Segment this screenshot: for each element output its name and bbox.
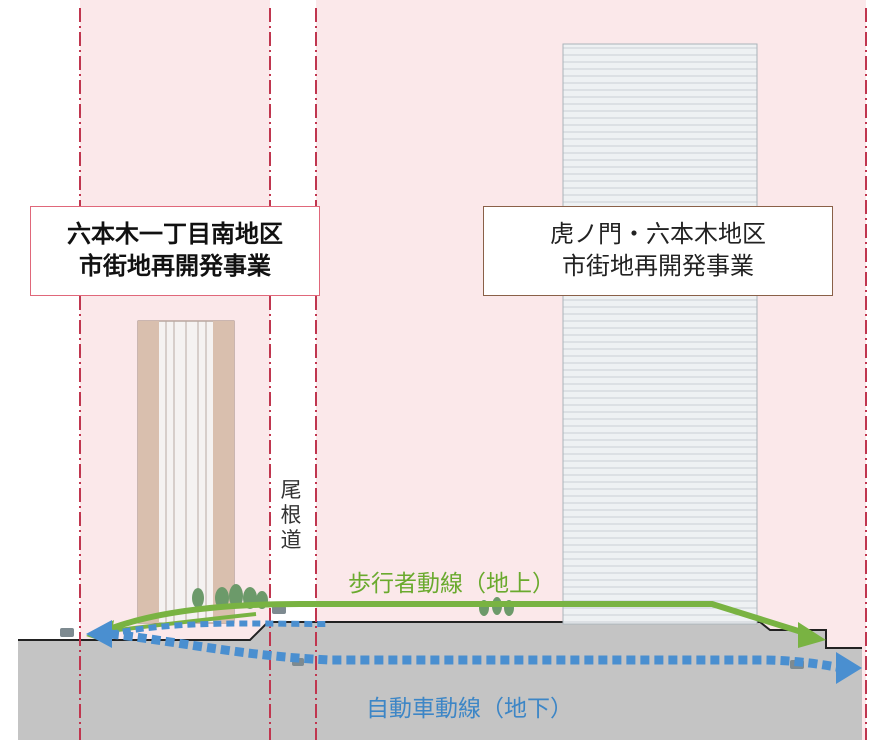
vehicle-flow-arrow [86, 620, 862, 684]
right-project-line1: 虎ノ門・六本木地区 [550, 220, 766, 248]
right-project-line2: 市街地再開発事業 [562, 252, 754, 280]
ridge-road-label: 尾 根 道 [276, 478, 306, 553]
ground-surface-line [18, 621, 862, 649]
right-tower [562, 43, 758, 625]
vehicle-flow-label: 自動車動線（地下） [366, 696, 573, 722]
ridge-road-char: 根 [280, 503, 302, 527]
ridge-road-char: 尾 [280, 478, 302, 502]
left-project-line1: 六本木一丁目南地区 [67, 220, 283, 248]
ridge-road-char: 道 [280, 528, 302, 552]
left-tower [137, 320, 235, 624]
right-project-label: 虎ノ門・六本木地区 市街地再開発事業 [483, 206, 833, 296]
pedestrian-flow-label: 歩行者動線（地上） [348, 571, 555, 597]
left-project-line2: 市街地再開発事業 [79, 252, 271, 280]
boundary-lines [79, 8, 867, 740]
left-project-label: 六本木一丁目南地区 市街地再開発事業 [30, 206, 320, 296]
